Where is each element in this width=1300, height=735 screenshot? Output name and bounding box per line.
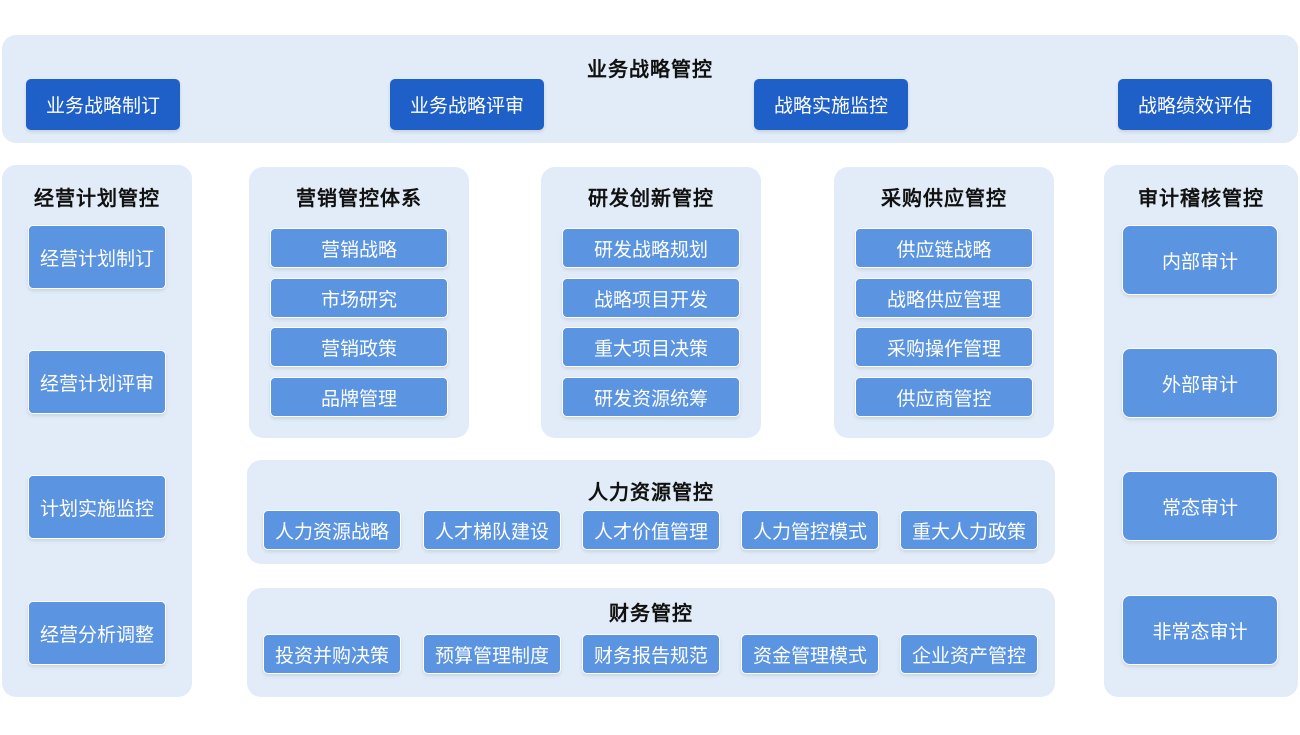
strategy-panel-title: 业务战略管控 [587, 57, 713, 81]
hr-panel: 人力资源管控 人力资源战略 人才梯队建设 人才价值管理 人力管控模式 重大人力政… [247, 460, 1055, 564]
finance-item-0[interactable]: 投资并购决策 [263, 634, 401, 674]
marketing-item-1[interactable]: 市场研究 [270, 278, 448, 318]
audit-item-0[interactable]: 内部审计 [1122, 225, 1278, 295]
audit-item-2[interactable]: 常态审计 [1122, 471, 1278, 541]
purchase-item-1[interactable]: 战略供应管理 [855, 278, 1033, 318]
rnd-panel: 研发创新管控 研发战略规划 战略项目开发 重大项目决策 研发资源统筹 [541, 167, 761, 438]
purchase-item-2[interactable]: 采购操作管理 [855, 327, 1033, 367]
rnd-item-3[interactable]: 研发资源统筹 [562, 377, 740, 417]
hr-item-0[interactable]: 人力资源战略 [263, 510, 401, 550]
strategy-item-2[interactable]: 战略实施监控 [754, 79, 908, 130]
audit-title: 审计稽核管控 [1138, 186, 1264, 210]
hr-item-4[interactable]: 重大人力政策 [900, 510, 1038, 550]
purchase-item-3[interactable]: 供应商管控 [855, 377, 1033, 417]
business-plan-panel: 经营计划管控 经营计划制订 经营计划评审 计划实施监控 经营分析调整 [2, 165, 192, 697]
finance-item-4[interactable]: 企业资产管控 [900, 634, 1038, 674]
purchase-panel: 采购供应管控 供应链战略 战略供应管理 采购操作管理 供应商管控 [834, 167, 1054, 438]
strategy-item-3[interactable]: 战略绩效评估 [1118, 79, 1272, 130]
purchase-item-0[interactable]: 供应链战略 [855, 228, 1033, 268]
business-plan-title: 经营计划管控 [34, 186, 160, 210]
rnd-title: 研发创新管控 [588, 186, 714, 210]
audit-item-3[interactable]: 非常态审计 [1122, 595, 1278, 665]
marketing-item-0[interactable]: 营销战略 [270, 228, 448, 268]
business-plan-item-0[interactable]: 经营计划制订 [28, 225, 166, 289]
audit-panel: 审计稽核管控 内部审计 外部审计 常态审计 非常态审计 [1104, 165, 1298, 697]
hr-item-2[interactable]: 人才价值管理 [582, 510, 720, 550]
marketing-title: 营销管控体系 [296, 186, 422, 210]
rnd-item-2[interactable]: 重大项目决策 [562, 327, 740, 367]
business-plan-item-2[interactable]: 计划实施监控 [28, 475, 166, 539]
marketing-panel: 营销管控体系 营销战略 市场研究 营销政策 品牌管理 [249, 167, 469, 438]
rnd-item-0[interactable]: 研发战略规划 [562, 228, 740, 268]
hr-item-3[interactable]: 人力管控模式 [741, 510, 879, 550]
strategy-item-1[interactable]: 业务战略评审 [390, 79, 544, 130]
finance-item-3[interactable]: 资金管理模式 [741, 634, 879, 674]
finance-panel: 财务管控 投资并购决策 预算管理制度 财务报告规范 资金管理模式 企业资产管控 [247, 588, 1055, 697]
purchase-title: 采购供应管控 [881, 186, 1007, 210]
strategy-panel: 业务战略管控 业务战略制订 业务战略评审 战略实施监控 战略绩效评估 [2, 35, 1298, 143]
rnd-item-1[interactable]: 战略项目开发 [562, 278, 740, 318]
finance-item-2[interactable]: 财务报告规范 [582, 634, 720, 674]
hr-item-1[interactable]: 人才梯队建设 [423, 510, 561, 550]
business-plan-item-3[interactable]: 经营分析调整 [28, 601, 166, 665]
business-plan-item-1[interactable]: 经营计划评审 [28, 350, 166, 414]
marketing-item-2[interactable]: 营销政策 [270, 327, 448, 367]
finance-title: 财务管控 [609, 601, 693, 625]
audit-item-1[interactable]: 外部审计 [1122, 348, 1278, 418]
hr-title: 人力资源管控 [588, 480, 714, 504]
strategy-item-0[interactable]: 业务战略制订 [26, 79, 180, 130]
finance-item-1[interactable]: 预算管理制度 [423, 634, 561, 674]
marketing-item-3[interactable]: 品牌管理 [270, 377, 448, 417]
